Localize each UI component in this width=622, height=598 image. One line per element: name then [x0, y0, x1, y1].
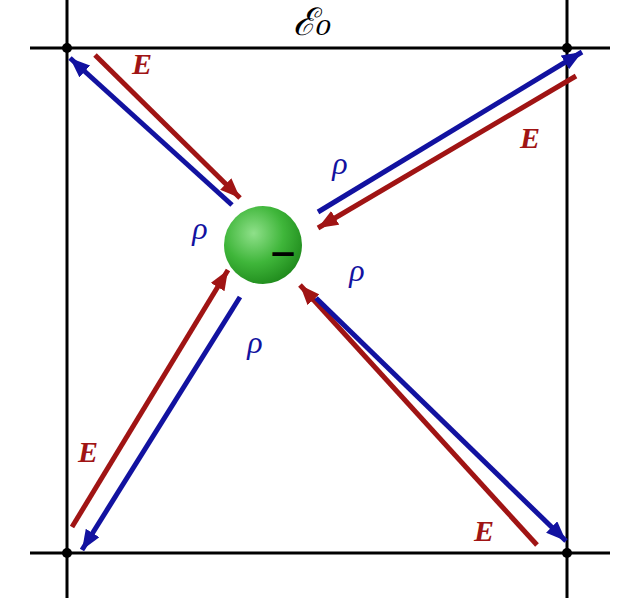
corner-dot — [62, 548, 72, 558]
rho-arrow — [70, 58, 232, 205]
field-arrow — [300, 285, 537, 545]
rho-arrow — [82, 297, 240, 550]
corner-dot — [62, 43, 72, 53]
rho-label: ρ — [332, 145, 347, 181]
corner-dot — [562, 548, 572, 558]
field-label: E — [132, 49, 152, 79]
field-label: E — [474, 514, 494, 547]
field-arrows — [70, 52, 582, 550]
rho-arrow — [316, 298, 566, 541]
charge-sphere: − — [223, 205, 303, 285]
permittivity-label: ℰ₀ — [293, 0, 331, 44]
charge-sign: − — [269, 236, 298, 270]
field-arrow — [318, 76, 576, 228]
rho-label: ρ — [332, 147, 347, 179]
rho-label: ρ — [349, 254, 364, 286]
frame-line — [30, 552, 610, 555]
permittivity-label: ℰ₀ — [293, 3, 331, 41]
field-arrow — [95, 55, 240, 198]
field-label: E — [474, 516, 494, 546]
frame — [30, 0, 610, 598]
field-label: E — [78, 435, 98, 468]
corner-dots — [62, 43, 572, 558]
frame-line — [566, 0, 569, 598]
field-label: E — [78, 437, 98, 467]
field-label: E — [520, 121, 540, 154]
rho-label: ρ — [247, 326, 262, 358]
rho-label: ρ — [349, 252, 364, 288]
rho-arrow — [318, 52, 582, 212]
field-label: E — [132, 47, 152, 80]
frame-line — [30, 47, 610, 50]
frame-line — [66, 0, 69, 598]
rho-label: ρ — [247, 324, 262, 360]
field-arrow — [72, 270, 228, 527]
field-label: E — [520, 123, 540, 153]
rho-label: ρ — [192, 210, 207, 246]
corner-dot — [562, 43, 572, 53]
sphere-body — [224, 206, 302, 284]
rho-label: ρ — [192, 212, 207, 244]
